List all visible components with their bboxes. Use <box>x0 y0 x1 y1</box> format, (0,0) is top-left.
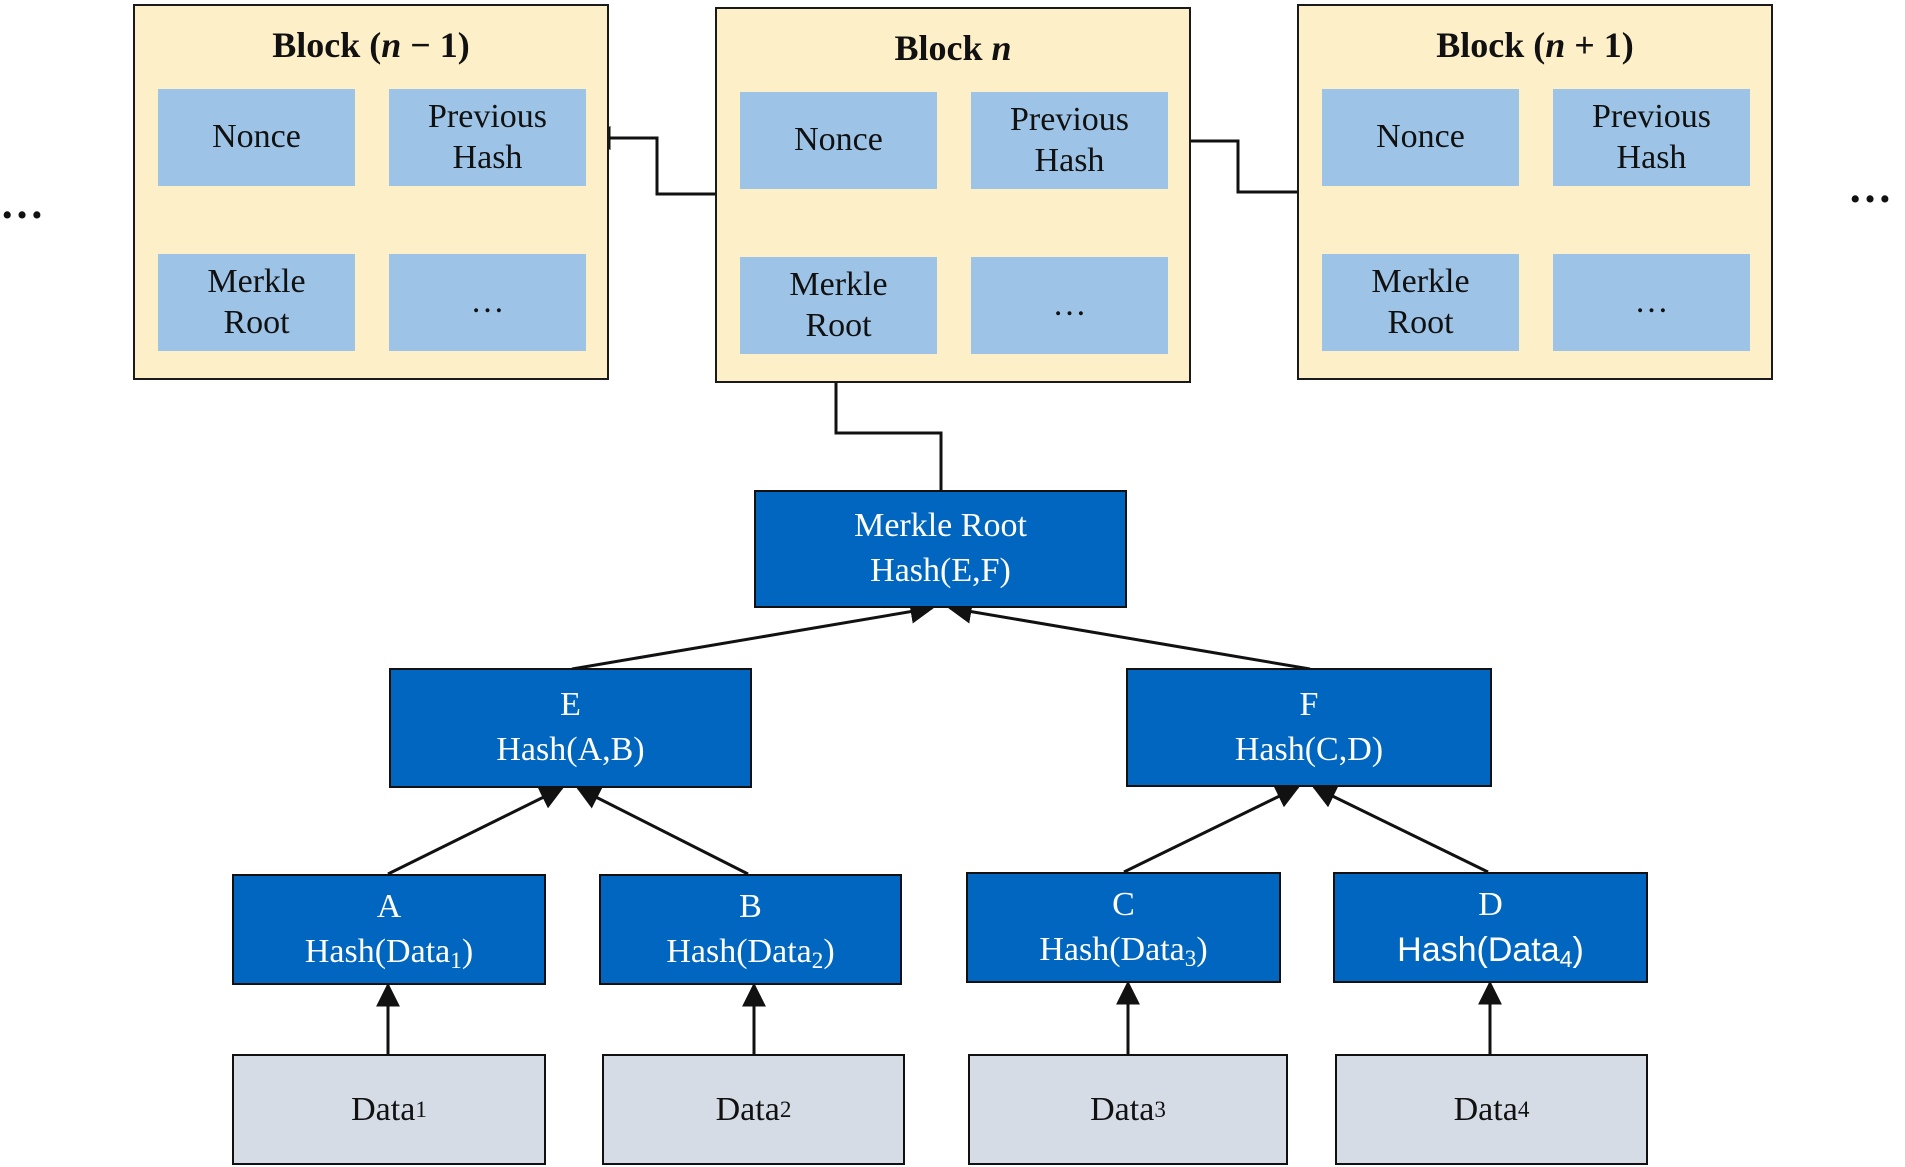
hash-node-f: F Hash(C,D) <box>1126 668 1492 787</box>
merkle-root-field: Merkle Root <box>740 257 937 354</box>
left-ellipsis: … <box>0 179 46 228</box>
hash-node-b: B Hash(Data2) <box>599 874 902 985</box>
f-to-root-arrow <box>947 599 1311 671</box>
merkle-root-field: Merkle Root <box>158 254 355 351</box>
hash-node-a: A Hash(Data1) <box>232 874 546 985</box>
more-fields: … <box>389 254 586 351</box>
hash-node-e: E Hash(A,B) <box>389 668 752 788</box>
previous-hash-field: Previous Hash <box>971 92 1168 189</box>
chain-arrow-next-to-n <box>1165 129 1298 194</box>
b-to-e-arrow <box>575 786 749 876</box>
node-hash: Hash(Data3) <box>1039 930 1208 972</box>
chain-arrow-n-to-prev <box>586 126 716 196</box>
merkle-root-field: Merkle Root <box>1322 254 1519 351</box>
block-prev: Block (n − 1) Nonce Previous Hash Merkle… <box>133 4 609 380</box>
node-hash: Hash(Data4) <box>1397 930 1584 972</box>
block-current: Block n Nonce Previous Hash Merkle Root … <box>715 7 1191 383</box>
c-to-f-arrow <box>1123 785 1301 874</box>
block-title: Block n <box>894 28 1012 68</box>
node-title: A <box>376 887 402 925</box>
a-to-e-arrow <box>387 786 565 876</box>
nonce-field: Nonce <box>740 92 937 189</box>
node-title: C <box>1112 885 1135 923</box>
right-ellipsis: … <box>1848 163 1894 212</box>
node-hash: Hash(Data2) <box>666 932 835 974</box>
node-title: Merkle Root <box>854 507 1027 545</box>
node-title: F <box>1299 685 1319 723</box>
merkle-root-node: Merkle Root Hash(E,F) <box>754 490 1127 608</box>
d-to-f-arrow <box>1311 785 1489 874</box>
hash-node-c: C Hash(Data3) <box>966 872 1281 983</box>
node-title: D <box>1478 885 1503 923</box>
node-hash: Hash(E,F) <box>870 552 1011 589</box>
hash-node-d: D Hash(Data4) <box>1333 872 1648 983</box>
previous-hash-field: Previous Hash <box>1553 89 1750 186</box>
node-hash: Hash(C,D) <box>1234 730 1384 768</box>
block-next: Block (n + 1) Nonce Previous Hash Merkle… <box>1297 4 1773 380</box>
nonce-field: Nonce <box>158 89 355 186</box>
node-title: E <box>560 686 581 724</box>
block-title: Block (n − 1) <box>272 25 470 65</box>
node-title: B <box>739 887 762 925</box>
node-hash: Hash(Data1) <box>304 932 474 974</box>
root-to-block-arrow <box>824 351 943 491</box>
block-title: Block (n + 1) <box>1436 25 1634 65</box>
node-hash: Hash(A,B) <box>496 731 645 768</box>
nonce-field: Nonce <box>1322 89 1519 186</box>
e-to-root-arrow <box>571 599 935 671</box>
more-fields: … <box>1553 254 1750 351</box>
previous-hash-field: Previous Hash <box>389 89 586 186</box>
more-fields: … <box>971 257 1168 354</box>
